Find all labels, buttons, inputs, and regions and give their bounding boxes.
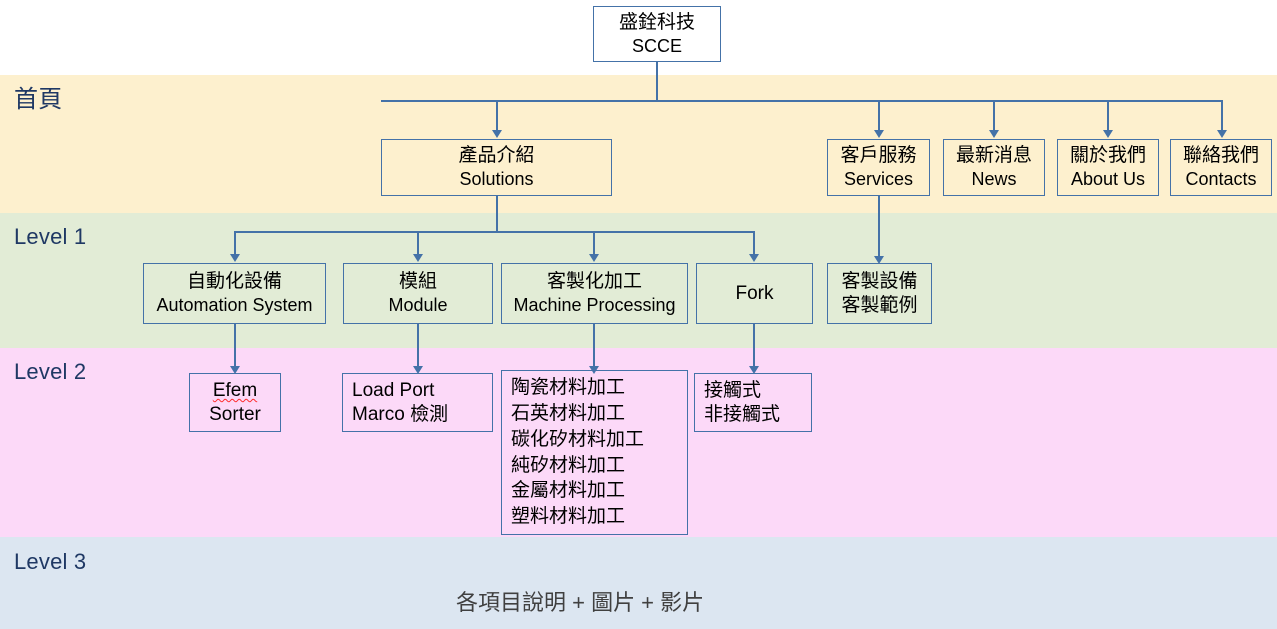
connector-module-to-loadport: [417, 324, 419, 368]
connector-home-bus: [381, 100, 1222, 102]
node-solutions[interactable]: 產品介紹 Solutions: [381, 139, 612, 196]
node-services-en: Services: [843, 169, 914, 190]
arrowhead-custom-equipment: [874, 256, 884, 264]
node-module-en: Module: [388, 295, 448, 316]
node-fork-type-contact: 接觸式: [704, 379, 762, 401]
node-news[interactable]: 最新消息 News: [943, 139, 1045, 196]
node-materials-list[interactable]: 陶瓷材料加工 石英材料加工 碳化矽材料加工 純矽材料加工 金屬材料加工 塑料材料…: [501, 370, 688, 535]
connector-to-services: [878, 100, 880, 131]
node-fork[interactable]: Fork: [696, 263, 813, 324]
arrowhead-contacts: [1217, 130, 1227, 138]
arrowhead-module: [413, 254, 423, 262]
node-about-us-en: About Us: [1070, 169, 1146, 190]
node-news-en: News: [971, 169, 1017, 190]
node-module-cn: 模組: [398, 271, 437, 293]
band-level3: [0, 537, 1277, 629]
band-label-level3: Level 3: [14, 549, 87, 574]
arrowhead-machine-processing: [589, 254, 599, 262]
connector-to-about: [1107, 100, 1109, 131]
arrowhead-efem: [230, 366, 240, 374]
material-item-3: 碳化矽材料加工: [511, 428, 645, 450]
connector-to-module: [417, 231, 419, 255]
material-item-2: 石英材料加工: [511, 403, 626, 424]
connector-to-news: [993, 100, 995, 131]
connector-to-fork: [753, 231, 755, 255]
node-load-port[interactable]: Load Port Marco 檢測: [342, 373, 493, 432]
arrowhead-about: [1103, 130, 1113, 138]
band-label-home: 首頁: [14, 86, 63, 113]
node-automation-system-cn: 自動化設備: [186, 271, 282, 293]
connector-to-contacts: [1221, 100, 1223, 131]
band-label-level1: Level 1: [14, 224, 87, 249]
connector-root-stem: [656, 62, 658, 102]
arrowhead-loadport: [413, 366, 423, 374]
node-load-port-line2: Marco 檢測: [352, 403, 449, 425]
node-services-cn: 客戶服務: [840, 145, 917, 167]
arrowhead-automation: [230, 254, 240, 262]
node-fork-label: Fork: [735, 282, 774, 304]
connector-solutions-stem: [496, 196, 498, 232]
band-home: [0, 75, 1277, 213]
material-item-1: 陶瓷材料加工: [511, 377, 626, 399]
node-custom-equipment[interactable]: 客製設備 客製範例: [827, 263, 932, 324]
connector-fork-to-types: [753, 324, 755, 368]
level3-note: 各項目說明 + 圖片 + 影片: [456, 590, 705, 615]
node-efem-label: Efem: [212, 379, 258, 401]
node-machine-processing-cn: 客製化加工: [546, 271, 642, 293]
node-machine-processing[interactable]: 客製化加工 Machine Processing: [501, 263, 688, 324]
node-root[interactable]: 盛銓科技 SCCE: [593, 6, 721, 62]
band-label-level2: Level 2: [14, 359, 87, 384]
node-about-us[interactable]: 關於我們 About Us: [1057, 139, 1159, 196]
connector-machine-to-materials: [593, 324, 595, 368]
node-contacts-en: Contacts: [1185, 169, 1257, 190]
material-item-4: 純矽材料加工: [511, 454, 626, 476]
node-contacts[interactable]: 聯絡我們 Contacts: [1170, 139, 1272, 196]
node-contacts-cn: 聯絡我們: [1182, 145, 1259, 167]
node-efem-sorter[interactable]: Efem Sorter: [189, 373, 281, 432]
material-item-5: 金屬材料加工: [511, 480, 626, 502]
arrowhead-news: [989, 130, 999, 138]
material-item-6: 塑料材料加工: [511, 506, 626, 527]
node-custom-equipment-line1: 客製設備: [841, 270, 918, 292]
connector-services-to-custom: [878, 196, 880, 258]
connector-level1-bus: [234, 231, 754, 233]
node-root-cn: 盛銓科技: [618, 11, 695, 33]
band-level1: [0, 213, 1277, 348]
connector-to-automation: [234, 231, 236, 255]
arrowhead-fork: [749, 254, 759, 262]
arrowhead-fork-types: [749, 366, 759, 374]
node-fork-types[interactable]: 接觸式 非接觸式: [694, 373, 812, 432]
connector-automation-to-efem: [234, 324, 236, 368]
node-services[interactable]: 客戶服務 Services: [827, 139, 930, 196]
node-sorter-label: Sorter: [209, 403, 261, 425]
connector-to-machine-processing: [593, 231, 595, 255]
node-module[interactable]: 模組 Module: [343, 263, 493, 324]
node-custom-equipment-line2: 客製範例: [841, 294, 918, 316]
arrowhead-services: [874, 130, 884, 138]
band-level2: [0, 348, 1277, 537]
node-solutions-cn: 產品介紹: [458, 145, 535, 167]
node-load-port-line1: Load Port: [352, 379, 435, 401]
connector-to-solutions: [496, 100, 498, 131]
node-fork-type-noncontact: 非接觸式: [704, 403, 781, 425]
node-machine-processing-en: Machine Processing: [513, 295, 676, 316]
node-about-us-cn: 關於我們: [1069, 145, 1146, 167]
node-automation-system[interactable]: 自動化設備 Automation System: [143, 263, 326, 324]
arrowhead-solutions: [492, 130, 502, 138]
node-root-en: SCCE: [631, 35, 682, 56]
node-automation-system-en: Automation System: [156, 295, 313, 316]
node-solutions-en: Solutions: [459, 169, 534, 190]
node-news-cn: 最新消息: [955, 145, 1032, 167]
